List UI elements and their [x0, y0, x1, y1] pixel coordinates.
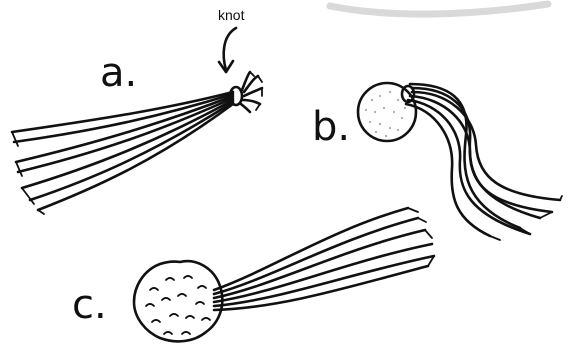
tassel-b-strands [406, 84, 562, 240]
label-a: a. [100, 50, 137, 96]
top-right-smudge [330, 4, 548, 14]
pompom-c-texture [146, 276, 210, 334]
toy-b-ball-with-strands: b. [312, 83, 562, 240]
toy-c-pompom-tassel: c. [72, 208, 434, 341]
label-b: b. [312, 104, 350, 150]
knot [230, 72, 262, 112]
toy-a-tassel: knot a. [12, 7, 262, 214]
ball-b-texture [365, 91, 406, 137]
tassel-a-strands [12, 92, 233, 214]
tassel-c-strands [214, 208, 434, 310]
knot-callout: knot [218, 7, 245, 72]
pompom-c [134, 261, 222, 341]
label-c: c. [72, 282, 107, 328]
ball-b [358, 83, 416, 141]
knot-label: knot [218, 7, 245, 23]
